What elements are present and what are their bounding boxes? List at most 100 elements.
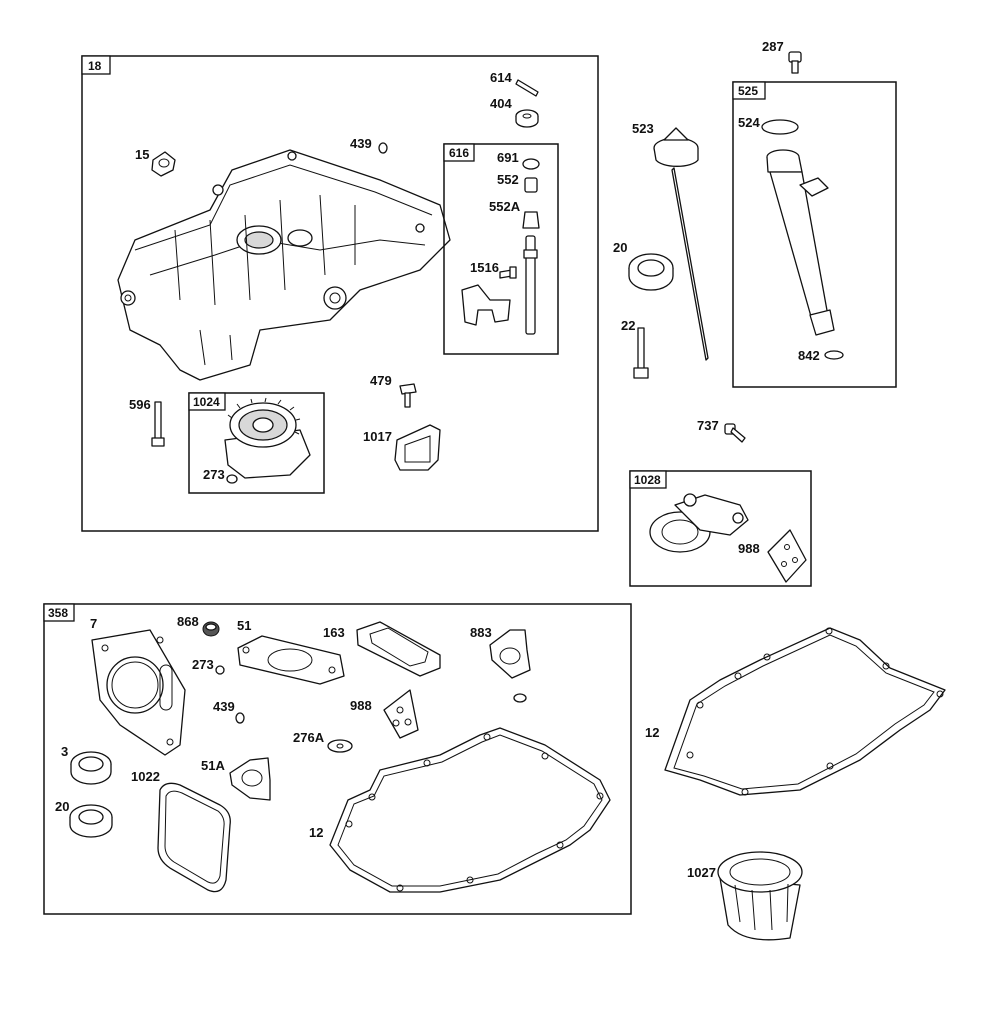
part-1022-gasket[interactable] [157, 782, 231, 893]
label-15: 15 [135, 147, 149, 162]
part-163-gasket[interactable] [356, 621, 441, 677]
group-525-frame [732, 81, 897, 388]
part-737-screw[interactable] [724, 423, 746, 443]
label-20-b: 20 [55, 799, 69, 814]
part-273-oring[interactable] [226, 474, 238, 484]
label-1516: 1516 [470, 260, 499, 275]
part-273-oring-b[interactable] [215, 665, 225, 675]
governor-bracket[interactable] [461, 284, 511, 326]
label-273: 273 [203, 467, 225, 482]
part-988-gasket[interactable] [767, 529, 807, 583]
part-51A-gasket[interactable] [229, 757, 271, 801]
label-1017: 1017 [363, 429, 392, 444]
part-15-bushing[interactable] [151, 151, 176, 177]
small-washer[interactable] [513, 693, 527, 703]
dipstick-tube[interactable] [766, 149, 835, 336]
part-439-oring[interactable] [378, 142, 388, 154]
group-616-tag-box [443, 143, 475, 162]
label-276A: 276A [293, 730, 325, 745]
part-552A-sleeve[interactable] [522, 211, 540, 229]
label-988: 988 [738, 541, 760, 556]
part-614-pin[interactable] [515, 79, 539, 97]
part-1516-screw[interactable] [499, 266, 517, 279]
label-842: 842 [798, 348, 820, 363]
label-596: 596 [129, 397, 151, 412]
part-20-seal-b[interactable] [69, 804, 113, 838]
group-358: 358 7 868 51 16 [43, 603, 632, 915]
label-439-b: 439 [213, 699, 235, 714]
part-439-oring-b[interactable] [235, 712, 245, 724]
label-12-b: 12 [645, 725, 659, 740]
part-1017-guide[interactable] [394, 424, 441, 471]
crankcase-sump[interactable] [117, 149, 451, 381]
group-18-tag: 18 [88, 59, 102, 73]
label-868: 868 [177, 614, 199, 629]
label-51A: 51A [201, 758, 225, 773]
label-51: 51 [237, 618, 251, 633]
label-552: 552 [497, 172, 519, 187]
group-616: 616 691 552 552A 1516 [443, 143, 559, 355]
part-552-sleeve[interactable] [524, 177, 538, 193]
governor-shaft[interactable] [523, 235, 538, 335]
part-1027-oil-filter[interactable] [717, 851, 803, 941]
group-1024-tag: 1024 [193, 395, 220, 409]
label-12-a: 12 [309, 825, 323, 840]
part-883-gasket[interactable] [489, 629, 531, 679]
label-691: 691 [497, 150, 519, 165]
label-7: 7 [90, 616, 97, 631]
part-479-bolt[interactable] [399, 383, 417, 408]
part-287-bolt[interactable] [788, 51, 802, 74]
part-868-plug[interactable] [202, 621, 220, 637]
label-163: 163 [323, 625, 345, 640]
part-276A-washer[interactable] [327, 739, 353, 753]
part-22-bolt[interactable] [633, 327, 649, 379]
label-22: 22 [621, 318, 635, 333]
group-1024-frame [188, 392, 325, 494]
group-525-tag-box [732, 81, 766, 100]
group-525-tag: 525 [738, 84, 758, 98]
group-18: 18 614 404 [81, 55, 599, 532]
group-1024: 1024 273 [188, 392, 325, 494]
label-20: 20 [613, 240, 627, 255]
label-1027: 1027 [687, 865, 716, 880]
label-883: 883 [470, 625, 492, 640]
group-18-frame [81, 55, 599, 532]
label-988-b: 988 [350, 698, 372, 713]
part-12-sump-gasket[interactable] [329, 727, 611, 893]
label-614: 614 [490, 70, 512, 85]
group-525: 525 524 842 [732, 81, 897, 388]
part-524-oring[interactable] [761, 119, 799, 135]
part-523-dipstick[interactable] [653, 127, 709, 361]
part-3-seal[interactable] [70, 751, 112, 785]
part-12-sump-gasket-large[interactable] [664, 627, 946, 796]
label-1022: 1022 [131, 769, 160, 784]
oil-pump-gear[interactable] [224, 397, 311, 479]
part-691-seal[interactable] [522, 158, 540, 170]
group-1028-tag-box [629, 470, 667, 489]
group-1028-frame [629, 470, 812, 587]
group-1028-tag: 1028 [634, 473, 661, 487]
label-523: 523 [632, 121, 654, 136]
group-1028: 1028 988 [629, 470, 812, 587]
part-7-head-gasket[interactable] [91, 629, 186, 756]
group-616-tag: 616 [449, 146, 469, 160]
part-51-gasket[interactable] [237, 635, 345, 685]
part-404-washer[interactable] [515, 109, 539, 128]
group-18-tag-box [81, 55, 111, 75]
group-358-tag: 358 [48, 606, 68, 620]
part-596-bolt[interactable] [151, 401, 165, 447]
label-524: 524 [738, 115, 760, 130]
part-842-oring[interactable] [824, 350, 844, 360]
group-358-tag-box [43, 603, 75, 622]
part-20-oil-seal[interactable] [628, 253, 674, 291]
group-616-frame [443, 143, 559, 355]
group-358-frame [43, 603, 632, 915]
oil-filter-adapter[interactable] [649, 493, 749, 553]
label-552A: 552A [489, 199, 521, 214]
label-439: 439 [350, 136, 372, 151]
label-273-b: 273 [192, 657, 214, 672]
part-988-gasket-b[interactable] [383, 689, 419, 739]
group-1024-tag-box [188, 392, 226, 411]
